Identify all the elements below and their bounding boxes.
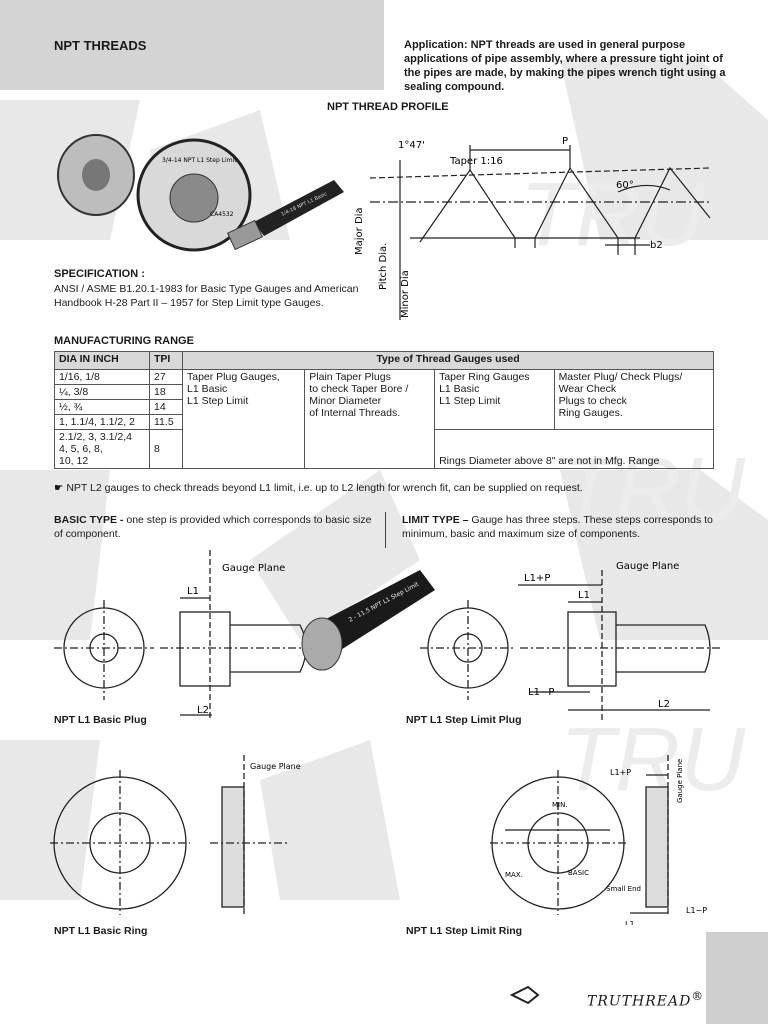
table-cell: 8 <box>149 429 183 469</box>
brand-registered: ® <box>691 989 704 1004</box>
limit-type-desc: Gauge has three steps. These steps corre… <box>402 514 713 540</box>
l2-note: ☛ NPT L2 gauges to check threads beyond … <box>54 482 583 494</box>
basic-label: BASIC <box>568 869 589 877</box>
gauges-photo: 3/4-14 NPT L1 Step Limit CA4532 1/4-18 N… <box>57 134 344 252</box>
min-label: MIN. <box>552 801 568 809</box>
max-label: MAX. <box>505 871 523 879</box>
brand-mark-icon <box>509 985 540 1005</box>
type-cell: Taper Ring Gauges L1 Basic L1 Step Limit <box>434 369 555 430</box>
table-cell: 27 <box>149 369 183 385</box>
header-band <box>0 0 384 90</box>
brand-text: TRUTHREAD <box>587 994 692 1010</box>
l1p-ring-label: L1+P <box>610 768 631 777</box>
l1-label: L1 <box>187 586 199 597</box>
col-dia: DIA IN INCH <box>54 351 150 370</box>
pitch-dia-label: Pitch Dia. <box>378 243 389 290</box>
basic-type-title: BASIC TYPE - <box>54 514 124 526</box>
gauge-plane-vertical: Gauge Plane <box>676 759 684 803</box>
ring-label: 3/4-14 NPT L1 Step Limit <box>162 157 237 164</box>
mfg-range-table: DIA IN INCH TPI Type of Thread Gauges us… <box>54 351 715 469</box>
application-text: Application: NPT threads are used in gen… <box>404 39 726 93</box>
limit-type-text: LIMIT TYPE – Gauge has three steps. Thes… <box>402 513 722 541</box>
caption-basic-plug: NPT L1 Basic Plug <box>54 714 147 726</box>
mfg-heading: MANUFACTURING RANGE <box>54 335 194 347</box>
limit-type-title: LIMIT TYPE – <box>402 514 469 526</box>
page-title: NPT THREADS <box>54 38 147 53</box>
table-cell: 1, 1.1/4, 1.1/2, 2 <box>54 414 150 430</box>
pitch-label: P <box>562 136 568 147</box>
plug-drawings: 2 - 11.5 NPT L1 Step Limit Gauge Plane L… <box>54 550 720 720</box>
brand-logo <box>509 985 540 1010</box>
table-cell: 11.5 <box>149 414 183 430</box>
watermark-text: TRU <box>520 165 706 265</box>
l2-label-2: L2 <box>658 699 670 710</box>
basic-type-desc: one step is provided which corresponds t… <box>54 514 372 540</box>
col-types: Type of Thread Gauges used <box>182 351 714 370</box>
taper-label: Taper 1:16 <box>449 156 503 167</box>
ring-drawings: Gauge Plane MIN. MAX. BASIC Small End L1… <box>50 755 707 925</box>
table-cell: 1/16, 1/8 <box>54 369 150 385</box>
thread-profile-diagram: 1°47' Taper 1:16 P 60° b2 Major Dia Pitc… <box>354 136 711 320</box>
table-cell: 2.1/2, 3, 3.1/2,4 4, 5, 6, 8, 10, 12 <box>54 429 150 469</box>
table-cell: 18 <box>149 384 183 400</box>
b2-label: b2 <box>650 240 663 251</box>
l1m-label: L1−P <box>528 687 554 698</box>
caption-step-ring: NPT L1 Step Limit Ring <box>406 925 523 937</box>
l2-label: L2 <box>197 705 209 716</box>
type-cell: Master Plug/ Check Plugs/ Wear Check Plu… <box>553 369 715 430</box>
table-cell: ½, ¾ <box>54 399 150 415</box>
col-tpi: TPI <box>149 351 183 370</box>
brand-name: TRUTHREAD® <box>587 989 704 1010</box>
profile-title: NPT THREAD PROFILE <box>327 101 449 113</box>
small-end-label: Small End <box>606 885 641 893</box>
spec-text: ANSI / ASME B1.20.1-1983 for Basic Type … <box>54 283 359 309</box>
spec-heading: SPECIFICATION : <box>54 268 145 280</box>
divider <box>385 512 386 548</box>
gauge-plane-label: Gauge Plane <box>222 563 285 574</box>
l1p-label: L1+P <box>524 573 550 584</box>
minor-dia-label: Minor Dia <box>400 270 411 318</box>
thread-angle-label: 60° <box>616 180 634 191</box>
corner-band <box>706 932 768 1024</box>
l1-ring-label: L1 <box>625 920 635 925</box>
ring-note: Rings Diameter above 8" are not in Mfg. … <box>434 429 714 469</box>
type-cell: Plain Taper Plugs to check Taper Bore / … <box>304 369 436 469</box>
type-cell: Taper Plug Gauges, L1 Basic L1 Step Limi… <box>181 369 306 469</box>
gauge-plane-small: Gauge Plane <box>250 762 301 771</box>
gauge-plane-label-2: Gauge Plane <box>616 561 679 572</box>
basic-type-text: BASIC TYPE - one step is provided which … <box>54 513 374 541</box>
caption-step-plug: NPT L1 Step Limit Plug <box>406 714 522 726</box>
table-cell: ¼, 3/8 <box>54 384 150 400</box>
l1-label-2: L1 <box>578 590 590 601</box>
caption-basic-ring: NPT L1 Basic Ring <box>54 925 148 937</box>
table-cell: 14 <box>149 399 183 415</box>
ring-code: CA4532 <box>210 211 234 218</box>
l1m-ring-label: L1−P <box>686 906 707 915</box>
major-dia-label: Major Dia <box>354 207 365 255</box>
angle-label: 1°47' <box>398 140 425 151</box>
